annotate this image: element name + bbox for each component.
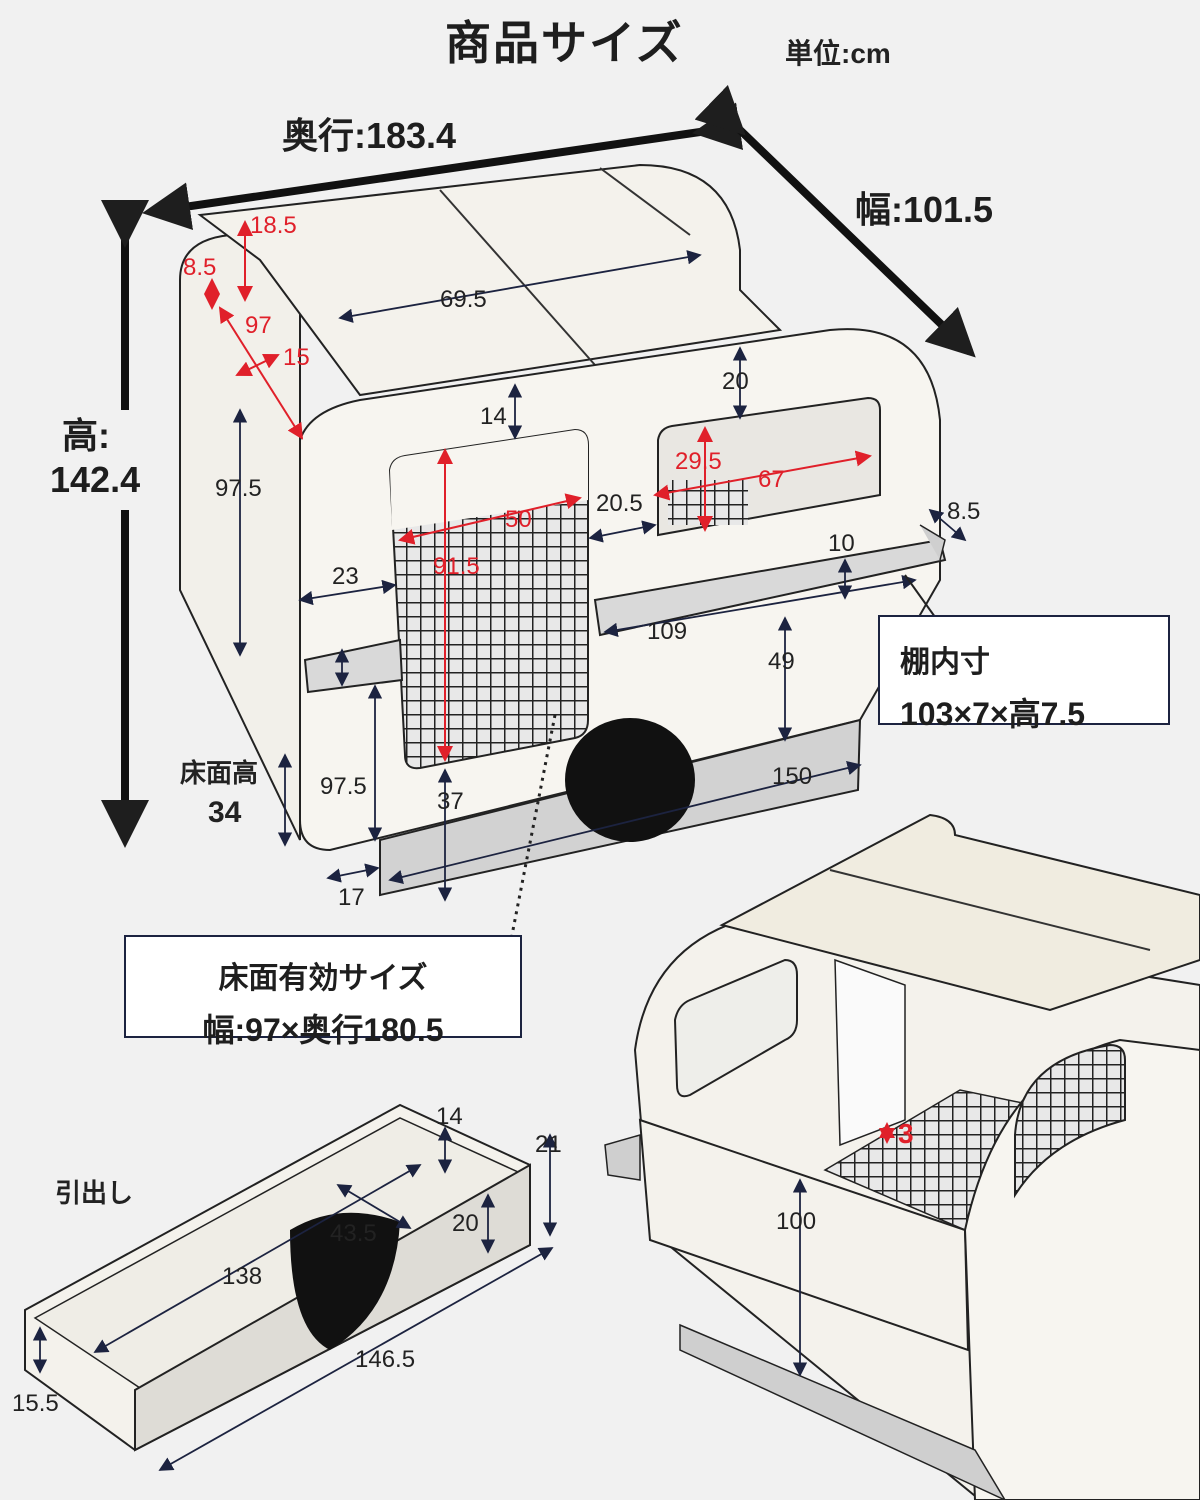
dim-37: 37 bbox=[437, 788, 464, 815]
shelf-callout-size: 103×7×高7.5 bbox=[900, 696, 1086, 732]
drawer-dim-146-5: 146.5 bbox=[355, 1346, 416, 1373]
shelf-callout-title: 棚内寸 bbox=[900, 646, 990, 679]
dim-20-top: 20 bbox=[722, 368, 749, 395]
inner-roof bbox=[719, 813, 1200, 1012]
height-value: 142.4 bbox=[50, 459, 141, 500]
page-title: 商品サイズ bbox=[445, 17, 684, 69]
floor-height-label: 床面高 bbox=[180, 758, 259, 788]
floor-callout-title: 床面有効サイズ bbox=[218, 962, 428, 995]
depth-label: 奥行:183.4 bbox=[282, 115, 457, 156]
dim-8-5-right: 8.5 bbox=[947, 498, 981, 525]
dim-97-5-front: 97.5 bbox=[320, 773, 367, 800]
dim-67: 67 bbox=[758, 466, 785, 493]
drawer-dim-15-5: 15.5 bbox=[12, 1390, 59, 1417]
width-arrow bbox=[694, 84, 976, 358]
bed-inner-view bbox=[604, 813, 1200, 1500]
drawer-dim-138: 138 bbox=[222, 1263, 263, 1290]
dim-15: 15 bbox=[283, 344, 310, 371]
floor-height-value: 34 bbox=[208, 796, 242, 829]
depth-arrow bbox=[142, 102, 744, 230]
unit-label: 単位:cm bbox=[785, 38, 891, 69]
shelf-inner-size-callout: 棚内寸 103×7×高7.5 bbox=[878, 615, 1170, 732]
dim-97-red: 97 bbox=[245, 312, 272, 339]
inner-dim-100: 100 bbox=[776, 1208, 817, 1235]
height-label: 高: bbox=[62, 415, 110, 456]
floor-effective-size-callout: 床面有効サイズ 幅:97×奥行180.5 bbox=[124, 935, 522, 1048]
dim-97-5-side: 97.5 bbox=[215, 475, 262, 502]
handle-bar bbox=[303, 638, 404, 694]
drawer-label: 引出し bbox=[55, 1178, 134, 1208]
drawer-dim-43-5: 43.5 bbox=[330, 1220, 377, 1247]
floor-callout-size: 幅:97×奥行180.5 bbox=[202, 1012, 444, 1048]
dim-109: 109 bbox=[647, 618, 688, 645]
dim-14-top: 14 bbox=[480, 403, 507, 430]
dim-23: 23 bbox=[332, 563, 359, 590]
drawer-dim-14: 14 bbox=[436, 1103, 463, 1130]
dim-10: 10 bbox=[828, 530, 855, 557]
dim-49: 49 bbox=[768, 648, 795, 675]
round-handle bbox=[565, 718, 695, 842]
dim-50: 50 bbox=[505, 506, 532, 533]
width-label: 幅:101.5 bbox=[855, 189, 994, 230]
dim-69-5: 69.5 bbox=[440, 286, 487, 313]
dim-8-5-left: 8.5 bbox=[183, 254, 217, 281]
dim-20-5: 20.5 bbox=[596, 490, 643, 517]
dim-29-5: 29.5 bbox=[675, 448, 722, 475]
inner-dim-3: 3 bbox=[898, 1118, 914, 1149]
drawer-dim-20: 20 bbox=[452, 1210, 479, 1237]
drawer-view bbox=[24, 1103, 531, 1452]
dim-91-5: 91.5 bbox=[433, 553, 480, 580]
dim-150: 150 bbox=[772, 763, 813, 790]
dim-17: 17 bbox=[338, 884, 365, 911]
drawer-dim-21: 21 bbox=[535, 1131, 562, 1158]
dim-18-5: 18.5 bbox=[250, 212, 297, 239]
